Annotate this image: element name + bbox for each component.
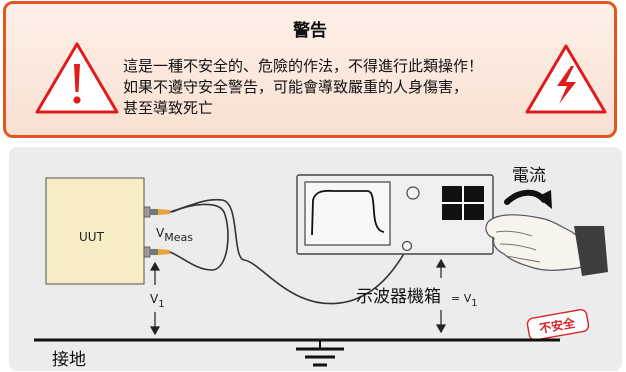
chassis-label: 示波器機箱 (356, 287, 441, 307)
warning-line-1: 這是一種不安全的、危險的作法，不得進行此類操作！ (123, 57, 484, 75)
v1-main: V (150, 292, 159, 306)
probe-signal-lead (169, 198, 408, 305)
lightning-triangle-icon (525, 44, 607, 114)
v1-label: V1 (150, 292, 165, 310)
uut-box (45, 177, 145, 285)
unsafe-stamp-text: 不安全 (538, 315, 577, 336)
v1-sub: 1 (158, 299, 164, 310)
vmeas-main: V (156, 226, 165, 240)
warning-title: 警告 (293, 21, 327, 41)
chassis-eq-main: = V (451, 292, 472, 305)
chassis-eq-sub: 1 (471, 298, 477, 309)
unsafe-stamp: 不安全 (526, 309, 590, 341)
warning-line-3: 甚至導致死亡 (123, 99, 214, 117)
chassis-v1-arrow (435, 258, 447, 334)
scope-input-connector (401, 240, 413, 252)
warning-panel: 警告 這是一種不安全的、危險的作法，不得進行此類操作！ 如果不遵守安全警告，可能… (3, 1, 617, 138)
ground-label: 接地 (52, 350, 86, 370)
waveform (311, 189, 385, 236)
uut-label: UUT (79, 230, 105, 244)
warning-message: 這是一種不安全的、危險的作法，不得進行此類操作！ 如果不遵守安全警告，可能會導致… (123, 56, 573, 119)
probe-connector-top (143, 206, 170, 218)
probe-connector-bottom (143, 246, 170, 258)
v1-arrow (149, 261, 161, 336)
scope-button-block (442, 186, 484, 220)
hand-icon (485, 214, 608, 276)
vmeas-label: VMeas (156, 226, 193, 244)
warning-line-2: 如果不遵守安全警告，可能會導致嚴重的人身傷害， (123, 78, 469, 96)
oscilloscope (296, 174, 494, 255)
vmeas-sub: Meas (164, 231, 193, 244)
probe-ground-lead (169, 203, 229, 271)
ground-symbol-icon (296, 340, 344, 367)
current-label: 電流 (512, 166, 546, 186)
current-arrowhead (537, 190, 552, 209)
scope-knob (406, 186, 420, 200)
chassis-eq: = V1 (451, 292, 478, 309)
exclamation-triangle-icon (35, 42, 119, 114)
